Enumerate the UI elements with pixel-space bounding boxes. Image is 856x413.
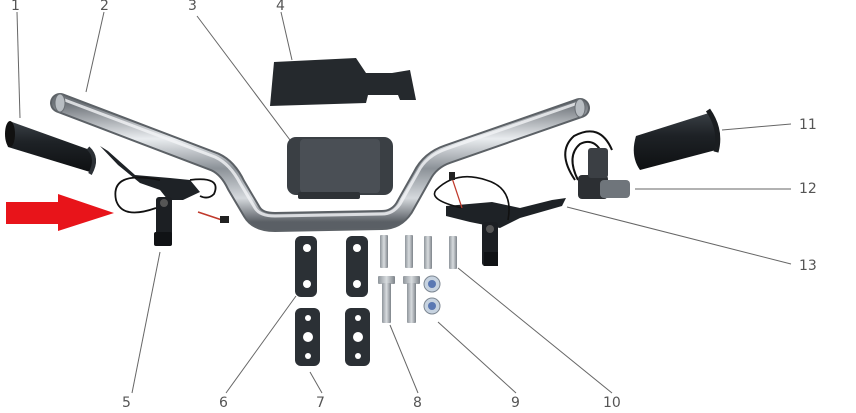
clamp-bolts-part [380, 235, 457, 269]
highlight-arrow-icon [6, 194, 114, 231]
callout-label-10: 10 [603, 395, 621, 411]
left-grip-part [5, 121, 96, 175]
callout-label-2: 2 [100, 0, 109, 14]
callout-label-4: 4 [276, 0, 285, 14]
callout-label-3: 3 [188, 0, 197, 14]
throttle-part [564, 130, 630, 199]
callout-label-5: 5 [122, 395, 131, 411]
left-brake-lever-part [100, 146, 229, 246]
right-grip-part [633, 108, 721, 170]
callout-label-1: 1 [11, 0, 20, 14]
callout-label-13: 13 [799, 258, 817, 274]
callout-label-12: 12 [799, 181, 817, 197]
callout-label-8: 8 [413, 395, 422, 411]
lock-nuts-part [423, 275, 441, 315]
hex-bolts-part [378, 276, 420, 323]
upper-clamps-part [295, 236, 368, 297]
leader-lines [16, 11, 792, 394]
callout-label-7: 7 [316, 395, 325, 411]
callout-label-9: 9 [511, 395, 520, 411]
callout-label-11: 11 [799, 117, 817, 133]
pad-cover-part [270, 58, 416, 106]
right-brake-lever-part [433, 172, 566, 266]
callout-label-6: 6 [219, 395, 228, 411]
